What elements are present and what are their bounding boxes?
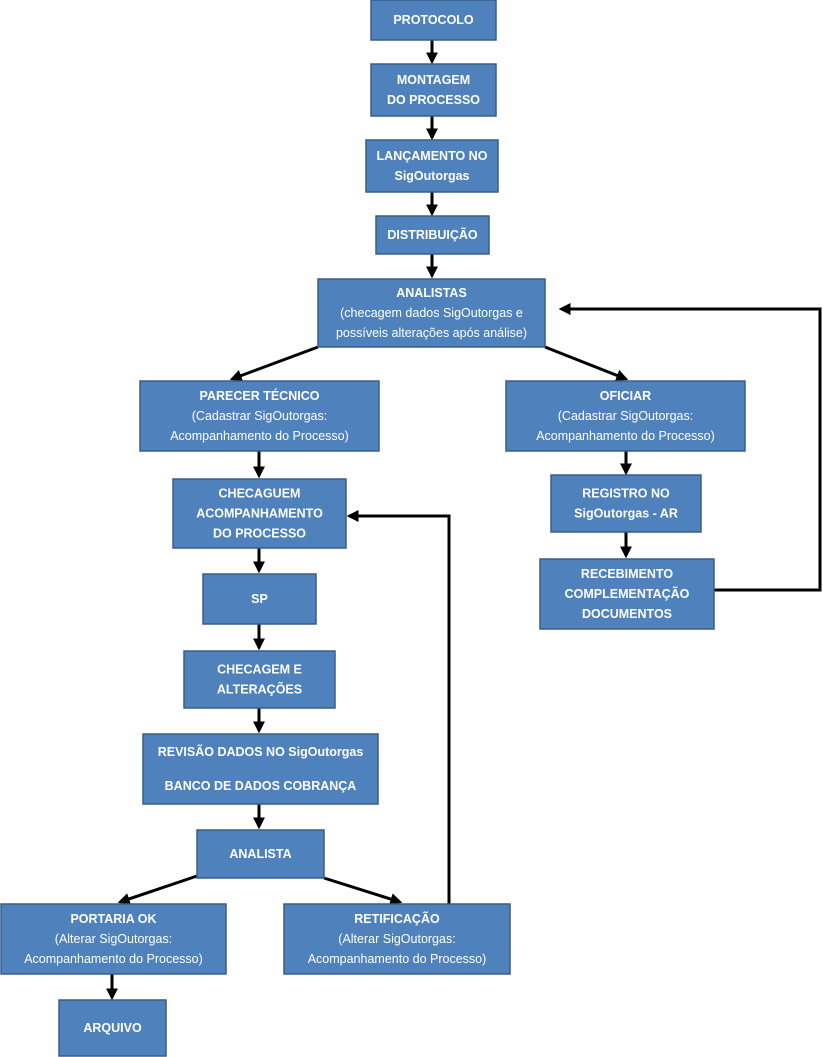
node-registro: REGISTRO NO SigOutorgas - AR	[550, 474, 702, 533]
arrow-analista-retificacao	[323, 876, 403, 905]
node-distribuicao-line-0: DISTRIBUIÇÃO	[387, 227, 478, 242]
node-parecer-line-1: (Cadastrar SigOutorgas:	[192, 409, 327, 423]
node-lancamento-line-1: SigOutorgas	[394, 169, 469, 183]
node-portaria-line-2: Acompanhamento do Processo)	[24, 952, 203, 966]
node-distribuicao-shape	[375, 215, 490, 255]
node-distribuicao: DISTRIBUIÇÃO	[375, 215, 490, 255]
node-analistas-line-0: ANALISTAS	[396, 286, 467, 300]
node-retificacao-line-1: (Alterar SigOutorgas:	[338, 932, 455, 946]
arrow-recebimento-analistas-loop	[558, 303, 822, 592]
node-sp: SP	[202, 573, 317, 625]
node-registro-line-1: SigOutorgas - AR	[574, 507, 678, 521]
node-lancamento-line-0: LANÇAMENTO NO	[377, 149, 488, 163]
node-registro-shape	[550, 474, 702, 533]
node-arquivo-shape	[58, 999, 167, 1057]
node-protocolo-shape	[370, 0, 497, 41]
node-registro-line-0: REGISTRO NO	[582, 487, 670, 501]
node-recebimento-shape	[539, 558, 715, 630]
node-analista-line-0: ANALISTA	[229, 847, 291, 861]
node-sp-shape	[202, 573, 317, 625]
node-parecer-line-0: PARECER TÉCNICO	[200, 388, 320, 403]
node-oficiar-line-0: OFICIAR	[600, 389, 651, 403]
node-analistas-line-2: possíveis alterações após análise)	[336, 326, 527, 340]
node-retificacao-shape	[283, 903, 511, 975]
node-recebimento-line-1: COMPLEMENTAÇÃO	[565, 586, 690, 601]
node-portaria-line-1: (Alterar SigOutorgas:	[55, 932, 172, 946]
node-analista-shape	[196, 829, 325, 879]
connectors	[106, 40, 822, 1001]
node-recebimento-line-0: RECEBIMENTO	[581, 567, 673, 581]
node-revisao-line-0: REVISÃO DADOS NO SigOutorgas	[158, 744, 364, 759]
node-analistas-line-1: (checagem dados SigOutorgas e	[340, 306, 523, 320]
node-analistas: ANALISTAS (checagem dados SigOutorgas e po…	[317, 278, 546, 348]
node-portaria: PORTARIA OK (Alterar SigOutorgas: Acompanh…	[0, 903, 227, 975]
node-protocolo: PROTOCOLO	[370, 0, 497, 41]
node-protocolo-line-0: PROTOCOLO	[393, 13, 474, 27]
node-checaguem-line-2: DO PROCESSO	[213, 527, 306, 541]
node-checaguem-shape	[172, 478, 347, 549]
node-lancamento: LANÇAMENTO NO SigOutorgas	[365, 139, 499, 193]
node-oficiar-line-1: (Cadastrar SigOutorgas:	[558, 409, 693, 423]
node-checagem: CHECAGEM E ALTERAÇÕES	[183, 650, 336, 709]
node-arquivo-line-0: ARQUIVO	[83, 1021, 142, 1035]
node-recebimento-line-2: DOCUMENTOS	[582, 607, 672, 621]
node-checaguem: CHECAGUEM ACOMPANHAMENTO DO PROCESSO	[172, 478, 347, 549]
node-checaguem-line-0: CHECAGUEM	[219, 487, 301, 501]
nodes: PROTOCOLO MONTAGEM DO PROCESSO LANÇAMENTO N…	[0, 0, 746, 1057]
arrow-analista-portaria	[117, 874, 198, 905]
node-montagem: MONTAGEM DO PROCESSO	[370, 63, 497, 117]
node-oficiar: OFICIAR (Cadastrar SigOutorgas: Acompanham…	[505, 380, 746, 452]
node-montagem-shape	[370, 63, 497, 117]
node-oficiar-shape	[505, 380, 746, 452]
node-portaria-line-0: PORTARIA OK	[70, 912, 156, 926]
node-analistas-shape	[317, 278, 546, 348]
arrow-analistas-parecer	[229, 345, 319, 382]
node-parecer: PARECER TÉCNICO (Cadastrar SigOutorgas: Ac…	[139, 380, 380, 452]
node-retificacao-line-0: RETIFICAÇÃO	[354, 911, 440, 926]
node-checagem-line-0: CHECAGEM E	[217, 663, 302, 677]
node-analista: ANALISTA	[196, 829, 325, 879]
node-revisao-shape	[142, 733, 379, 805]
arrow-retificacao-checaguem-loop	[346, 510, 451, 904]
node-montagem-line-1: DO PROCESSO	[387, 93, 480, 107]
node-checagem-shape	[183, 650, 336, 709]
node-portaria-shape	[0, 903, 227, 975]
node-checaguem-line-1: ACOMPANHAMENTO	[196, 507, 323, 521]
node-recebimento: RECEBIMENTO COMPLEMENTAÇÃO DOCUMENTOS	[539, 558, 715, 630]
node-retificacao: RETIFICAÇÃO (Alterar SigOutorgas: Acompanh…	[283, 903, 511, 975]
node-checagem-line-1: ALTERAÇÕES	[217, 682, 302, 697]
node-revisao-line-1: BANCO DE DADOS COBRANÇA	[165, 779, 357, 793]
node-montagem-line-0: MONTAGEM	[397, 73, 470, 87]
node-parecer-line-2: Acompanhamento do Processo)	[170, 429, 349, 443]
node-arquivo: ARQUIVO	[58, 999, 167, 1057]
node-oficiar-line-2: Acompanhamento do Processo)	[536, 429, 715, 443]
node-lancamento-shape	[365, 139, 499, 193]
node-sp-line-0: SP	[251, 592, 268, 606]
arrow-analistas-oficiar	[544, 345, 629, 382]
node-retificacao-line-2: Acompanhamento do Processo)	[308, 952, 487, 966]
node-parecer-shape	[139, 380, 380, 452]
